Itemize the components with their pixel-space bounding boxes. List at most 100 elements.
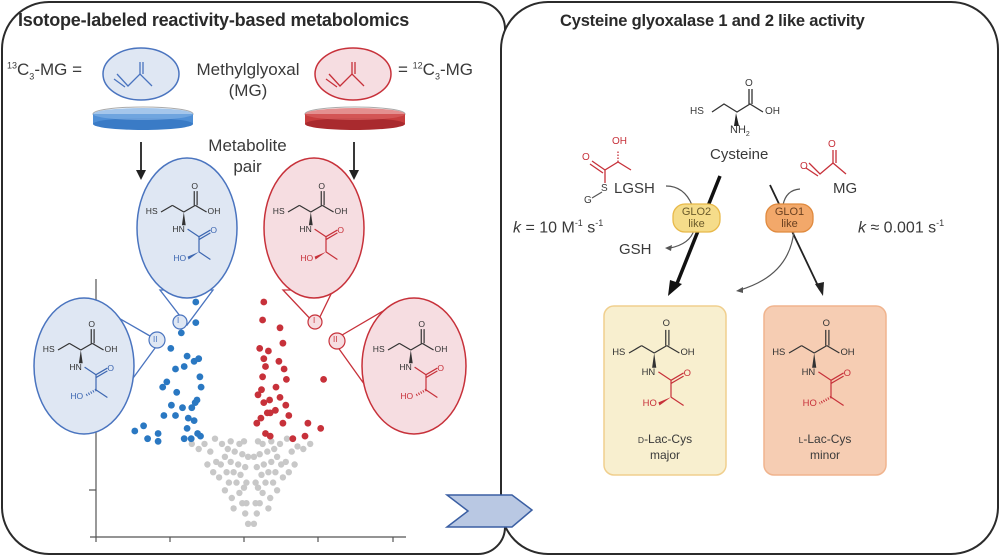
background-point — [236, 489, 243, 497]
bond — [670, 396, 684, 406]
background-point — [237, 471, 244, 478]
oh-label: OH — [680, 346, 695, 358]
background-point — [244, 520, 252, 527]
pair-label: pair — [233, 157, 262, 176]
hn-label: HN — [172, 224, 185, 235]
heavy-point — [163, 378, 171, 386]
stereo-wedge — [181, 212, 186, 226]
background-point — [227, 438, 234, 445]
lgsh-s-label: S — [601, 183, 608, 194]
background-point — [204, 461, 211, 468]
background-point — [273, 453, 281, 460]
light-point — [317, 425, 325, 432]
heavy-point — [154, 430, 162, 437]
hn-label: HN — [69, 362, 82, 373]
bond — [818, 396, 832, 405]
hn-label: HN — [399, 362, 412, 373]
carbonyl-o-label: O — [822, 318, 830, 330]
background-point — [259, 489, 266, 497]
light-point — [259, 316, 266, 324]
light-point — [285, 412, 293, 419]
background-point — [267, 494, 274, 502]
lgsh-oh-label: OH — [612, 136, 627, 147]
heavy-point — [180, 363, 188, 370]
background-point — [273, 487, 281, 494]
bond — [310, 204, 323, 213]
background-point — [294, 443, 301, 450]
heavy-lac-cys-ii — [57, 329, 108, 398]
bond — [670, 372, 684, 381]
light-point — [282, 401, 290, 409]
bond — [84, 366, 97, 376]
light-point — [260, 298, 268, 306]
bond — [801, 345, 815, 354]
oh-label: OH — [840, 346, 855, 358]
amide-o-label: O — [337, 225, 345, 236]
carbonyl-o-label: O — [662, 318, 670, 330]
mg-o-top-label: O — [828, 139, 836, 150]
background-point — [210, 469, 217, 476]
cysteine-hs-label: HS — [690, 106, 704, 117]
oh-label: OH — [104, 344, 118, 355]
light-point — [262, 363, 269, 370]
stereo-wedge — [314, 251, 326, 260]
product-d-box — [603, 305, 727, 476]
bond — [414, 388, 427, 397]
bond — [325, 232, 338, 241]
heavy-point — [187, 435, 195, 443]
light-mg-label: = 12C3-MG — [398, 60, 473, 81]
heavy-point — [180, 435, 188, 443]
background-point — [268, 458, 275, 466]
bond — [91, 342, 104, 351]
product-d-rest: -Lac-Cys — [644, 432, 693, 446]
background-point — [288, 448, 295, 455]
heavy-marker-ii: II — [153, 335, 158, 344]
background-point — [242, 463, 249, 471]
light-marker-ii: II — [333, 335, 338, 344]
bond — [813, 345, 828, 354]
bond — [198, 232, 211, 241]
light-point — [257, 414, 265, 422]
background-point — [240, 438, 248, 445]
background-point — [300, 445, 307, 453]
mg-structure — [805, 150, 847, 177]
bond — [641, 345, 655, 354]
heavy-point — [168, 401, 175, 409]
k2-value: = 10 M — [521, 219, 575, 237]
bond — [84, 388, 97, 397]
k2-unit: s — [582, 219, 596, 237]
bond — [830, 372, 844, 381]
background-point — [254, 438, 262, 445]
cysteine-o-label: O — [745, 78, 753, 89]
amide-o-label: O — [210, 225, 218, 236]
light-marker-i: I — [313, 316, 316, 325]
light-point — [258, 386, 265, 394]
glo2-badge — [672, 203, 721, 233]
background-point — [250, 520, 258, 527]
background-point — [254, 484, 262, 491]
background-point — [252, 479, 259, 486]
background-point — [253, 510, 260, 517]
heavy-point — [167, 345, 175, 352]
product-d-name: D-Lac-Cys — [604, 432, 726, 446]
light-point — [254, 391, 262, 399]
background-point — [239, 451, 246, 458]
background-point — [224, 445, 231, 453]
bond — [788, 345, 802, 354]
background-point — [307, 440, 314, 448]
background-point — [285, 469, 292, 476]
light-point — [266, 432, 274, 440]
bond — [194, 204, 207, 213]
k2-symbol: k — [513, 219, 521, 237]
bond — [95, 389, 108, 398]
heavy-point — [172, 412, 179, 419]
carbonyl-o-label: O — [318, 180, 326, 191]
heavy-point — [183, 425, 191, 432]
glo1-main-arrow — [769, 184, 821, 291]
background-point — [253, 463, 260, 471]
gsh-label: GSH — [619, 241, 652, 258]
oh-label: OH — [434, 344, 448, 355]
product-l-rest: -Lac-Cys — [803, 432, 852, 446]
lgsh-g-bond — [591, 191, 603, 199]
heavy-point — [191, 399, 199, 406]
